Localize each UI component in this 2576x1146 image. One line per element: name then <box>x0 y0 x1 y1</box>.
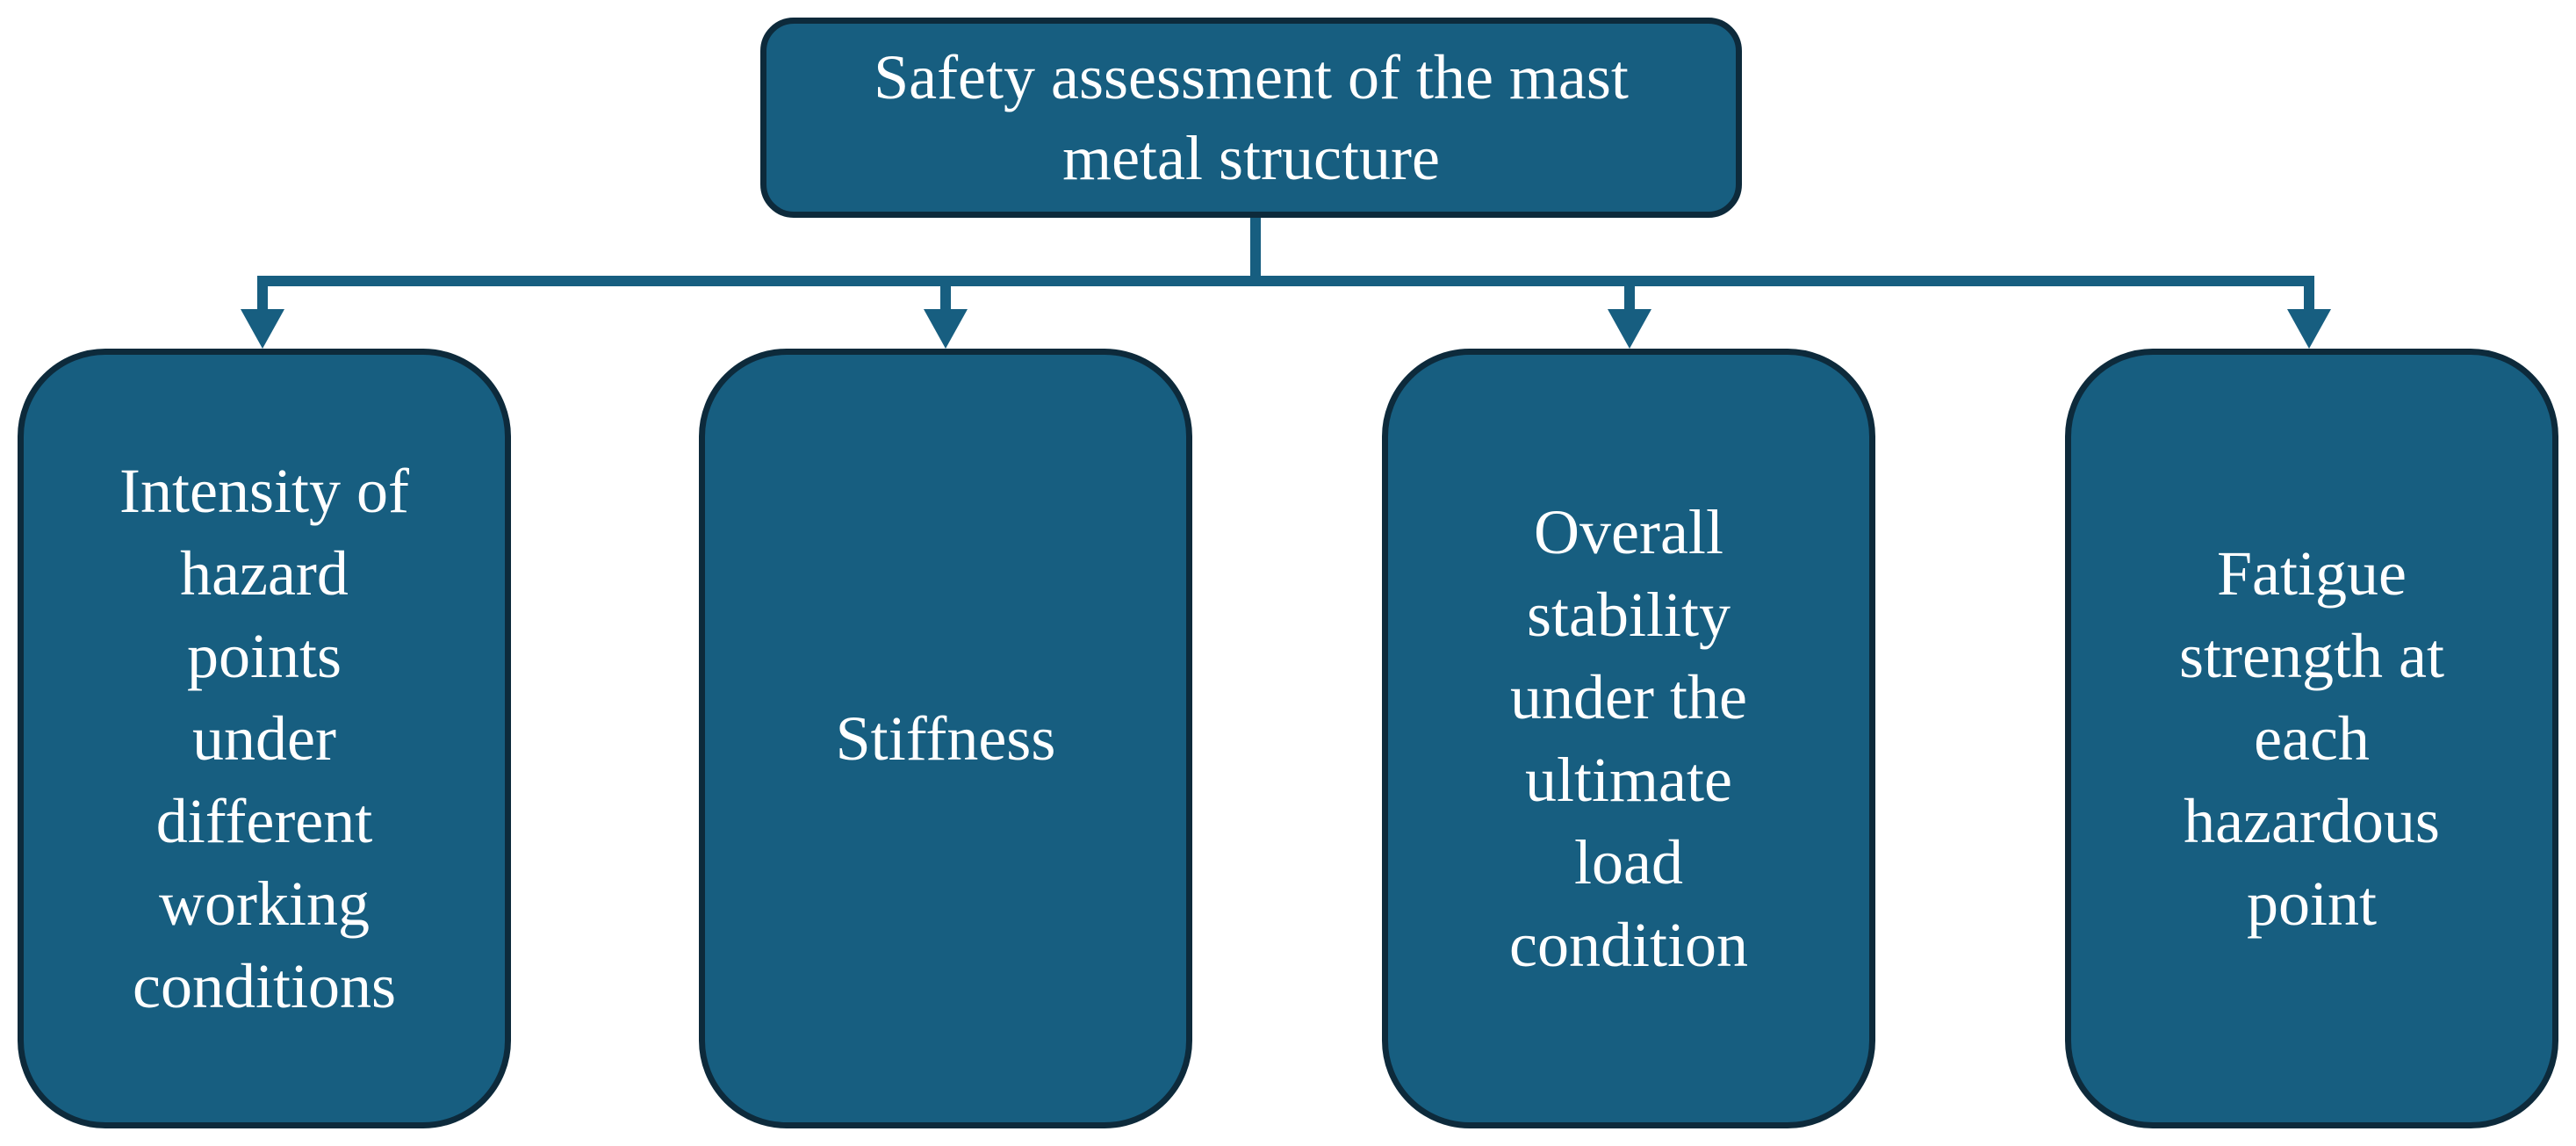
child-label-line: hazardous <box>2184 786 2440 856</box>
child-label-line: point <box>2246 869 2377 939</box>
child-label-line: Overall <box>1534 497 1723 567</box>
child-node-stiffness: Stiffness <box>699 349 1192 1128</box>
child-label-line: ultimate <box>1525 745 1732 815</box>
arrowhead-0 <box>241 309 284 349</box>
child-label-line: points <box>186 621 342 691</box>
root-label-line-2: metal structure <box>1062 123 1440 193</box>
root-node-safety-assessment: Safety assessment of the mast metal stru… <box>760 18 1742 218</box>
child-label-line: under <box>192 703 336 774</box>
child-node-label: Intensity of hazard points under differe… <box>97 450 431 1027</box>
child-label-line: hazard <box>180 538 349 609</box>
child-label-line: Fatigue <box>2217 538 2407 609</box>
root-label-line-1: Safety assessment of the mast <box>874 42 1629 112</box>
child-label-line: each <box>2254 703 2370 774</box>
child-label-line: load <box>1574 827 1683 897</box>
child-label-line: different <box>155 786 373 856</box>
child-label-line: working <box>159 869 370 939</box>
child-label-line: under the <box>1510 662 1747 732</box>
root-node-label: Safety assessment of the mast metal stru… <box>821 37 1681 198</box>
arrowhead-3 <box>2287 309 2331 349</box>
child-node-intensity-of-hazard-points: Intensity of hazard points under differe… <box>18 349 511 1128</box>
child-label-line: condition <box>1509 910 1748 980</box>
child-label-line: conditions <box>133 951 396 1021</box>
arrowhead-2 <box>1608 309 1651 349</box>
child-label-line: Stiffness <box>835 703 1056 774</box>
child-label-line: strength at <box>2179 621 2444 691</box>
child-label-line: Intensity of <box>119 456 409 526</box>
arrowhead-1 <box>924 309 968 349</box>
child-node-fatigue-strength: Fatigue strength at each hazardous point <box>2065 349 2558 1128</box>
child-node-label: Fatigue strength at each hazardous point <box>2145 532 2479 945</box>
child-node-label: Overall stability under the ultimate loa… <box>1462 491 1795 986</box>
child-label-line: stability <box>1527 580 1731 650</box>
child-node-overall-stability: Overall stability under the ultimate loa… <box>1382 349 1875 1128</box>
child-node-label: Stiffness <box>779 697 1112 780</box>
